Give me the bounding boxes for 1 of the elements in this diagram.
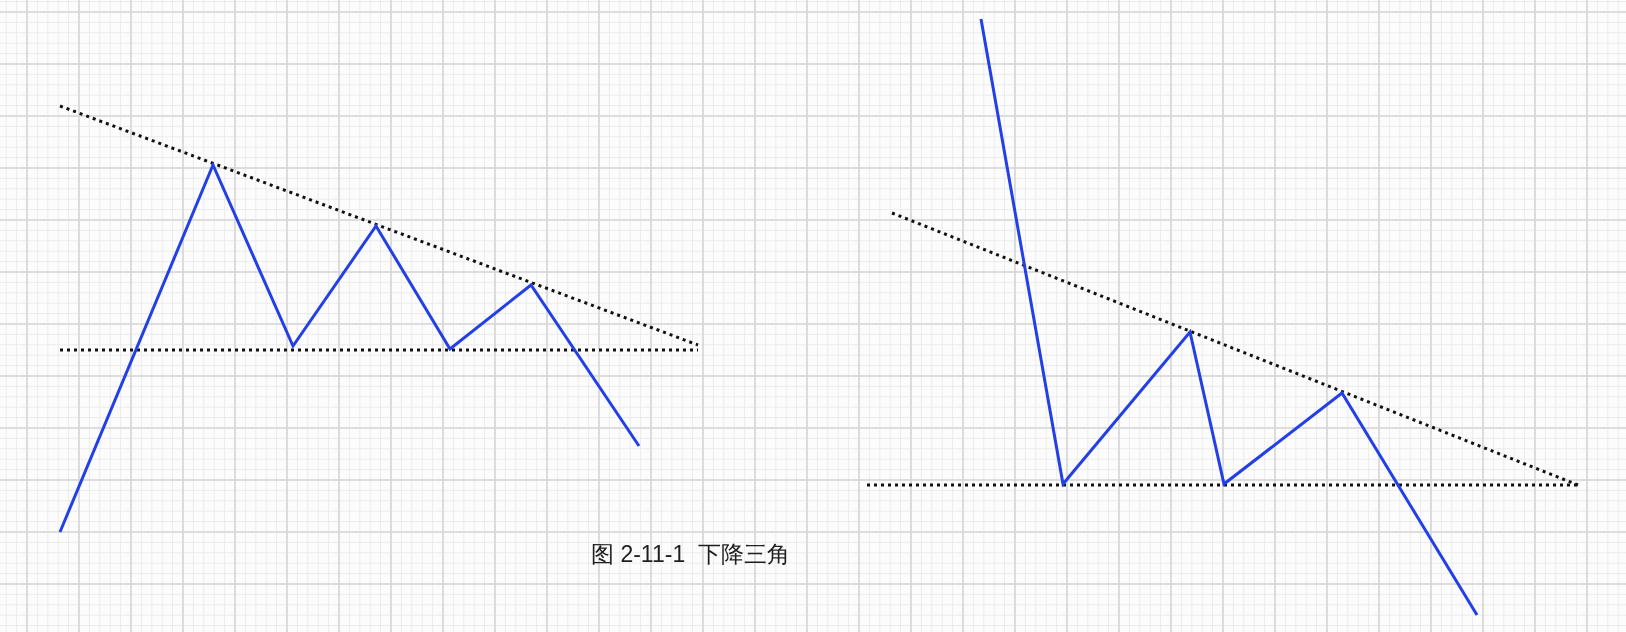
figure-caption: 图 2-11-1 下降三角 xyxy=(591,540,790,569)
